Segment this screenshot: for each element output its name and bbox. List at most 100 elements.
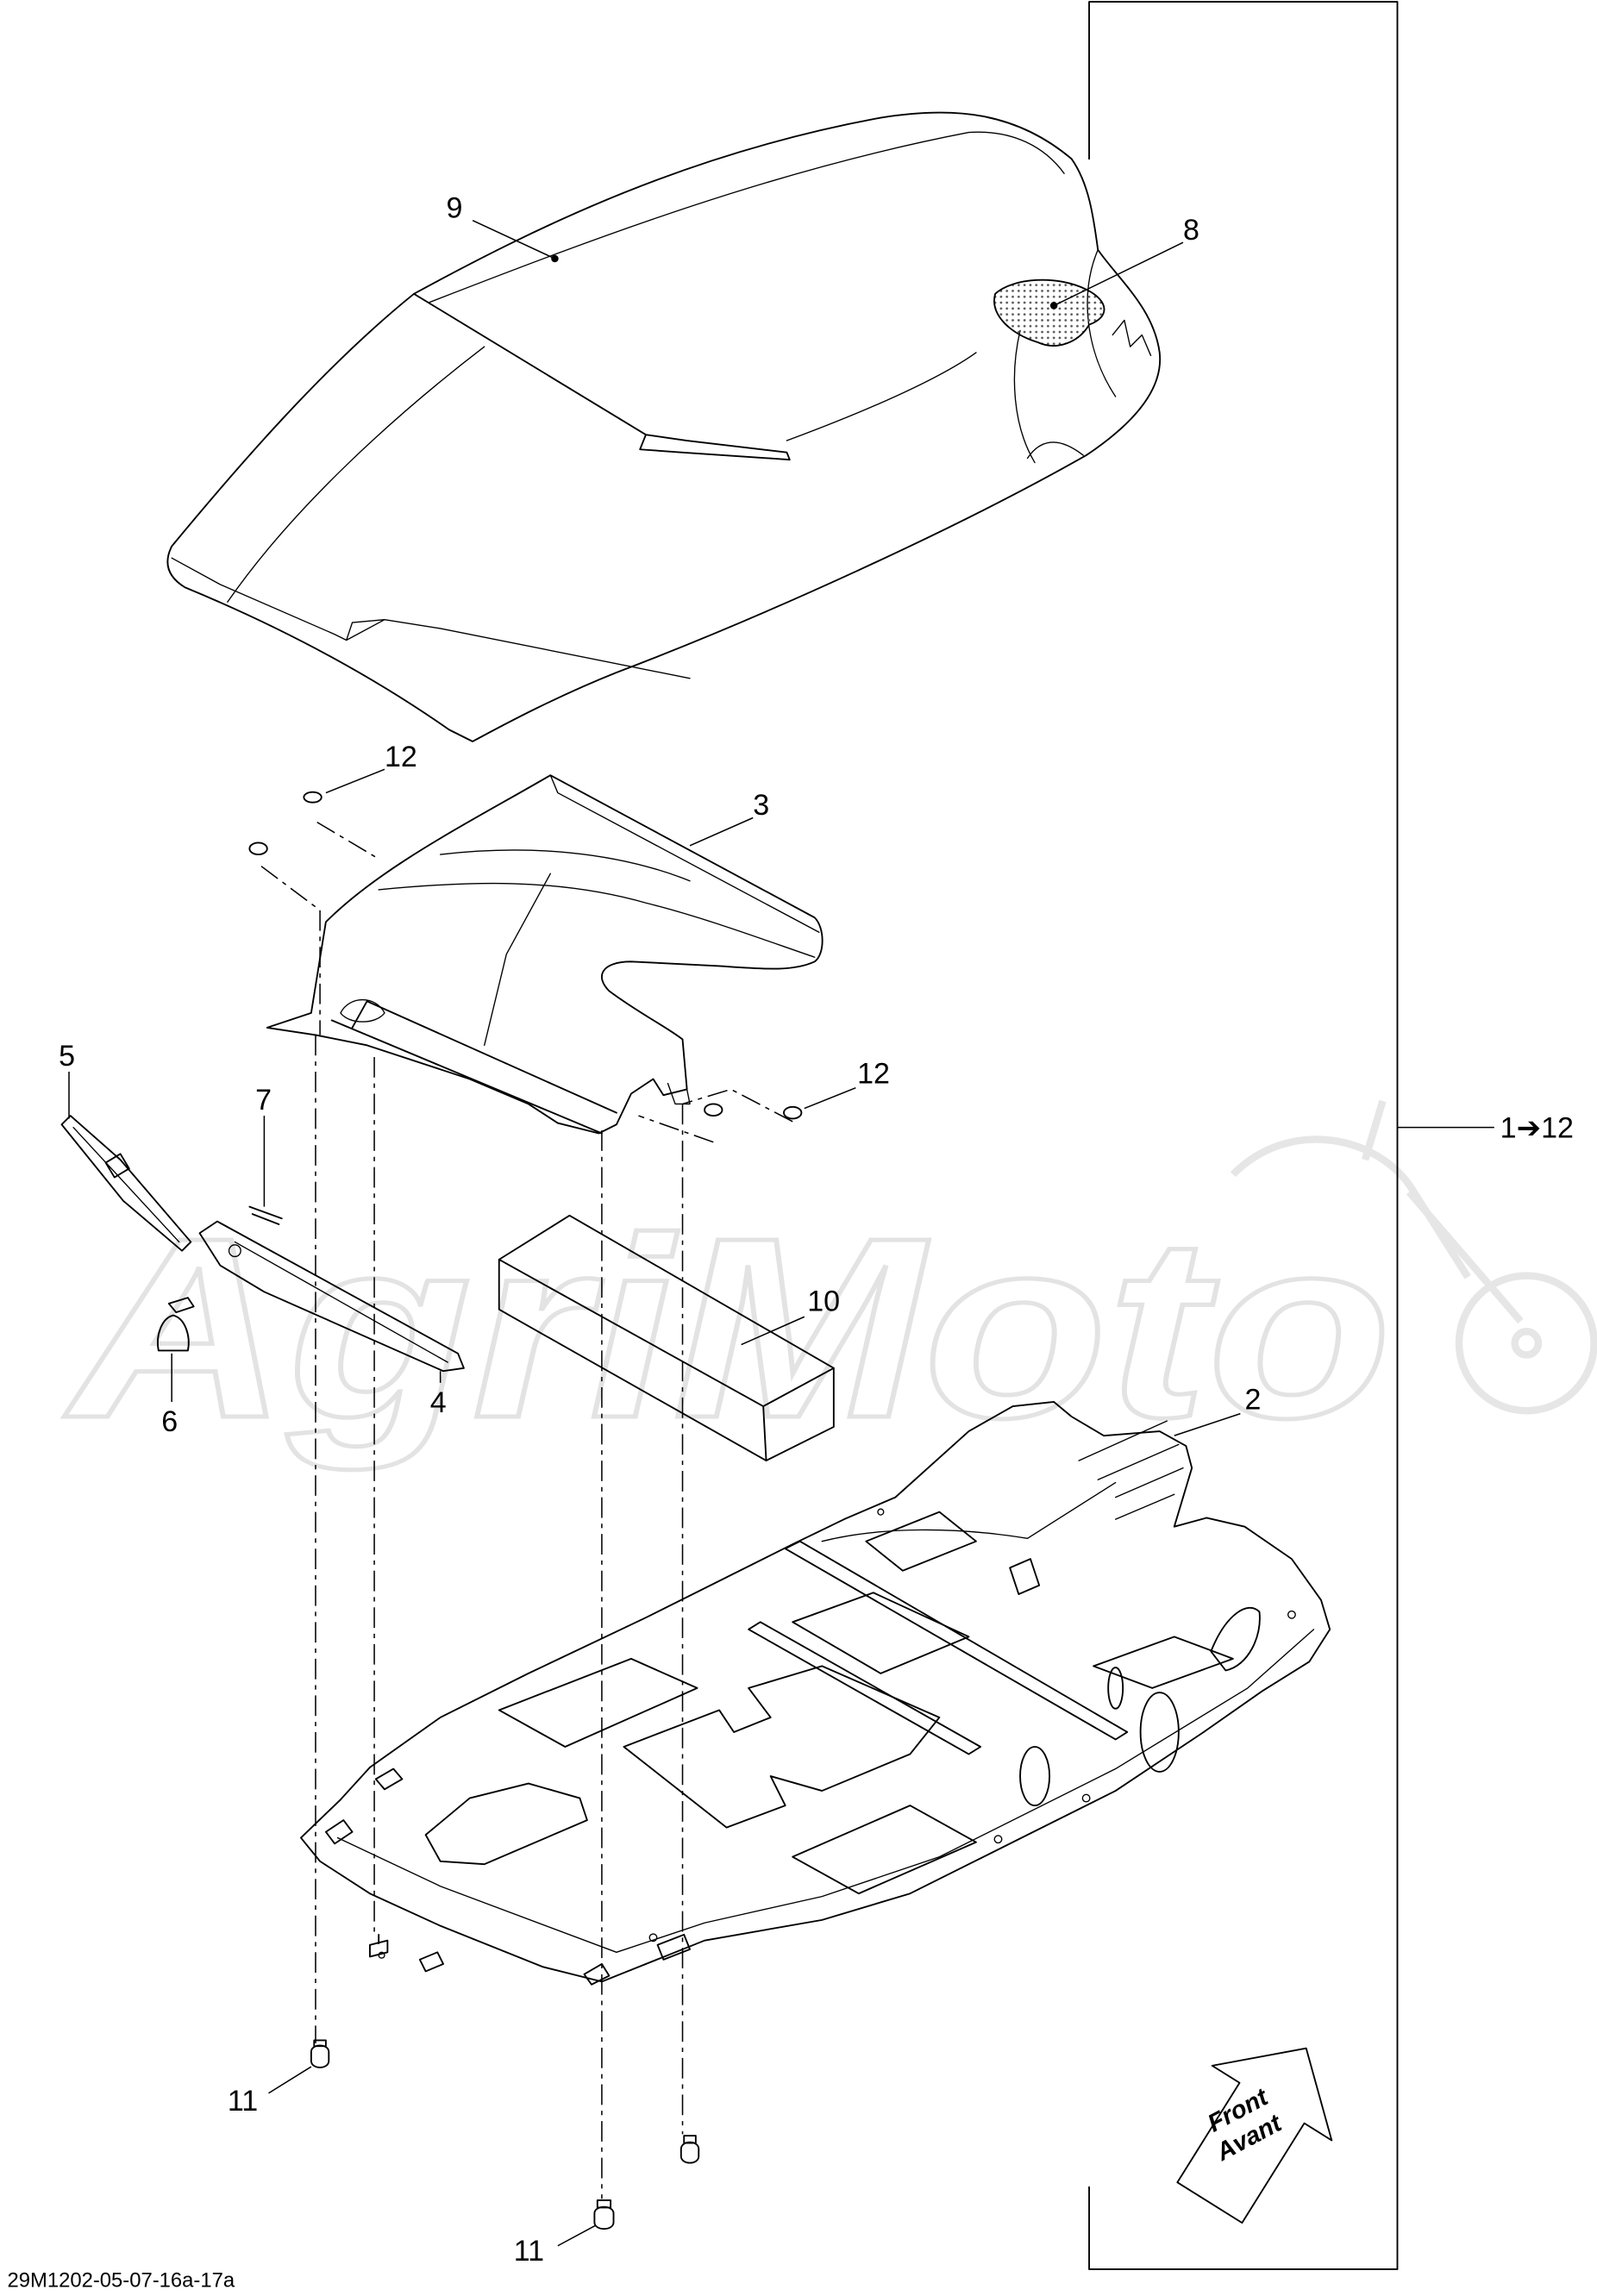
callout-fastener-bottom: 11 bbox=[514, 2235, 544, 2268]
washer-lower-mid bbox=[704, 1103, 723, 1117]
drawing-number: 29M1202-05-07-16a-17a bbox=[8, 2268, 235, 2292]
seat-side-line bbox=[786, 352, 977, 441]
guide-washer-upper bbox=[316, 821, 379, 860]
base-tray-flap bbox=[1210, 1606, 1261, 1672]
leader-upper-cover bbox=[689, 816, 754, 847]
washers bbox=[248, 791, 803, 1120]
leader-washer-upper bbox=[325, 768, 385, 794]
callout-seat: 9 bbox=[446, 191, 462, 224]
upper-cover-top-edge bbox=[549, 774, 820, 933]
base-tray-hole bbox=[993, 1835, 1003, 1844]
base-tray-hole bbox=[1287, 1610, 1296, 1619]
callouts: 9 8 12 3 12 5 7 10 2 6 4 11 11 bbox=[59, 191, 1261, 2267]
base-tray-window-right bbox=[1093, 1636, 1234, 1689]
seat-rear-notch bbox=[1112, 319, 1152, 356]
upper-cover-center-seam bbox=[484, 873, 552, 1047]
upper-cover-hole bbox=[340, 999, 385, 1023]
base-tray-fins bbox=[1078, 1420, 1184, 1520]
push-rivet bbox=[157, 1297, 195, 1352]
direction-arrow-shape bbox=[1176, 2047, 1333, 2224]
upper-cover-rail bbox=[330, 1000, 617, 1135]
seat-grip-patch bbox=[993, 278, 1105, 347]
guide-washer-lower bbox=[682, 1088, 793, 1123]
upper-cover-outline bbox=[266, 774, 824, 1135]
seat-front-seam bbox=[227, 346, 485, 603]
leader-fastener-left bbox=[268, 2066, 312, 2094]
leader-base-tray bbox=[1174, 1412, 1241, 1436]
base-tray-outline bbox=[300, 1401, 1331, 1983]
base-tray-holes bbox=[378, 1508, 1296, 1959]
callout-flap: 4 bbox=[430, 1386, 447, 1419]
watermark-wheel-hub bbox=[1511, 1328, 1543, 1359]
base-tray-window-top bbox=[792, 1592, 970, 1674]
seat-lower-strip bbox=[171, 557, 691, 679]
base-tray-center-panel bbox=[623, 1665, 941, 1829]
direction-arrow: Front Avant bbox=[1176, 2047, 1333, 2224]
push-rivet-body bbox=[157, 1314, 190, 1352]
watermark-wheel bbox=[1455, 1272, 1597, 1415]
fasteners bbox=[310, 1933, 700, 2230]
strap-inner-line bbox=[72, 1126, 180, 1243]
fastener-right bbox=[680, 2135, 700, 2164]
callout-upper-cover: 3 bbox=[753, 789, 769, 822]
callout-base-tray: 2 bbox=[1244, 1383, 1261, 1416]
push-rivet-head bbox=[167, 1297, 195, 1314]
fastener-left bbox=[310, 2039, 330, 2068]
watermark-motorcycle-frame bbox=[1230, 1099, 1524, 1324]
base-tray-oval-2 bbox=[1139, 1692, 1180, 1773]
callout-washer-lower: 12 bbox=[857, 1058, 890, 1091]
callout-clip: 7 bbox=[255, 1084, 272, 1117]
seat-outline bbox=[166, 111, 1162, 742]
direction-arrow-text: Front Avant bbox=[1203, 2083, 1287, 2167]
base-tray-oval-1 bbox=[1019, 1746, 1051, 1807]
base-tray-window-left bbox=[498, 1657, 698, 1748]
watermark-text: AgriMoto bbox=[61, 1185, 1392, 1473]
washer-upper bbox=[303, 791, 323, 804]
base-tray-crossbar bbox=[784, 1540, 1129, 1741]
flap-outline bbox=[198, 1220, 465, 1373]
leader-washer-lower bbox=[804, 1086, 856, 1110]
upper-cover-seam-1 bbox=[378, 882, 816, 958]
fastener-bottom bbox=[593, 2199, 615, 2230]
base-tray bbox=[300, 1401, 1331, 1986]
upper-cover bbox=[266, 774, 824, 1135]
washer-upper-left bbox=[248, 841, 268, 855]
foam-block bbox=[498, 1214, 835, 1462]
clip bbox=[248, 1205, 283, 1225]
base-tray-latch bbox=[1009, 1558, 1041, 1595]
leader-seat-patch bbox=[1053, 241, 1184, 307]
guide-washer-mid bbox=[638, 1115, 714, 1143]
base-tray-hole bbox=[877, 1508, 885, 1516]
fastener-mid bbox=[369, 1933, 389, 1958]
assembly-bracket: 1➔12 bbox=[1088, 1, 1574, 2270]
leader-foam-block bbox=[741, 1316, 805, 1346]
base-tray-bottom-rim bbox=[336, 1629, 1315, 1953]
callout-seat-patch: 8 bbox=[1183, 214, 1199, 247]
seat bbox=[166, 111, 1162, 742]
callout-washer-upper: 12 bbox=[385, 741, 417, 773]
leader-seat bbox=[472, 220, 555, 260]
base-tray-duct bbox=[424, 1782, 588, 1866]
foam-block-top-face bbox=[498, 1214, 835, 1408]
leader-dot-seat-patch bbox=[1049, 302, 1058, 310]
leader-dot-seat bbox=[551, 254, 559, 263]
base-tray-rear-section bbox=[821, 1481, 1117, 1542]
flap bbox=[198, 1220, 465, 1373]
flap-inner-line bbox=[234, 1241, 448, 1363]
washer-lower-right bbox=[783, 1105, 803, 1120]
strap bbox=[60, 1115, 192, 1252]
base-tray-hole bbox=[648, 1933, 658, 1943]
callout-fastener-left: 11 bbox=[228, 2085, 258, 2118]
seat-top-seam bbox=[428, 131, 1065, 303]
upper-cover-seam-2 bbox=[439, 849, 691, 882]
base-tray-tabs bbox=[324, 1767, 691, 1986]
base-tray-rear-window bbox=[865, 1511, 977, 1572]
watermark: AgriMoto bbox=[59, 1099, 1597, 1475]
strap-clip bbox=[104, 1153, 130, 1179]
seat-ridge-strip bbox=[413, 292, 791, 461]
assembly-range-label: 1➔12 bbox=[1500, 1112, 1574, 1145]
callout-push-rivet: 6 bbox=[161, 1405, 178, 1438]
base-tray-oval-3 bbox=[1107, 1667, 1124, 1710]
strap-outline bbox=[60, 1115, 192, 1252]
